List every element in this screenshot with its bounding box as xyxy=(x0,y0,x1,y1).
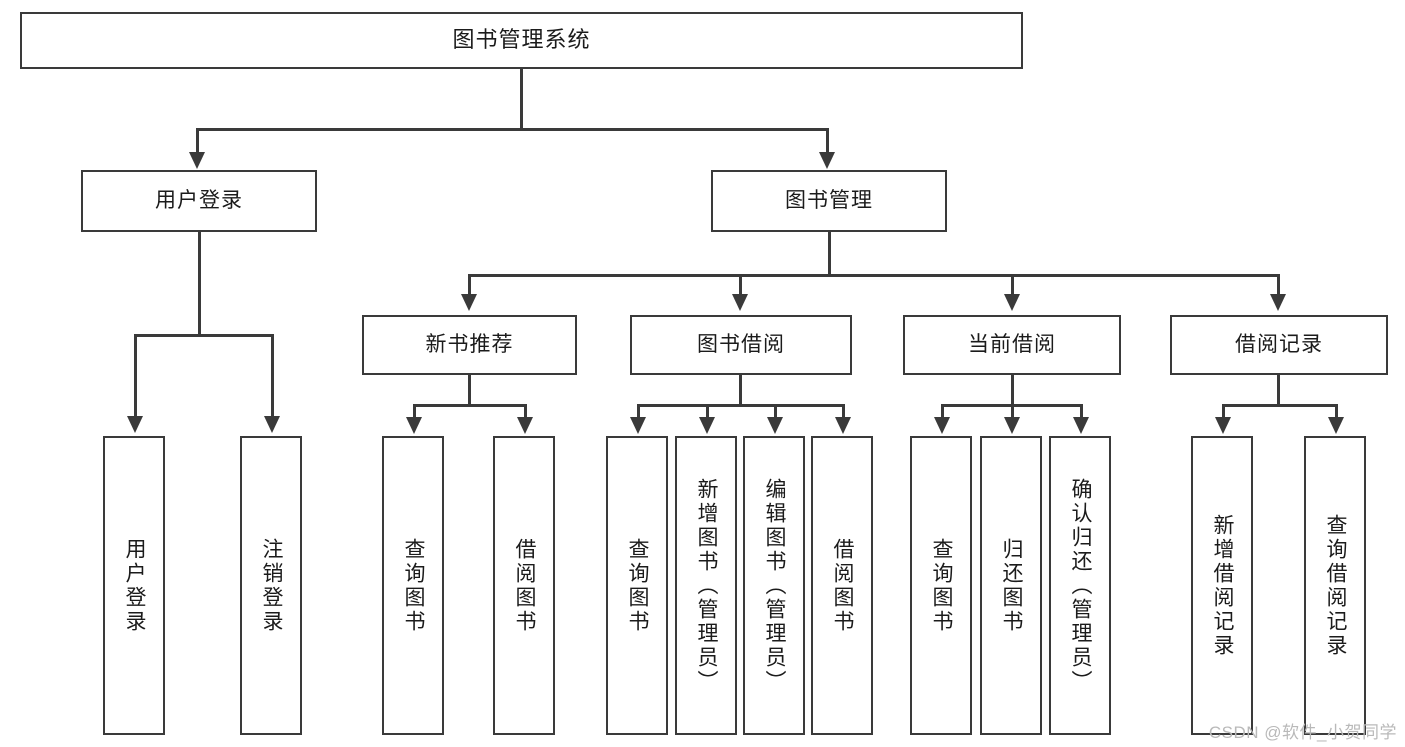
watermark-text: CSDN @软件_小贺同学 xyxy=(1208,723,1397,742)
arrowhead-icon-bb-leaf4 xyxy=(835,417,851,434)
connector-root-to-user-login xyxy=(196,128,199,154)
connector-bb-leaf1 xyxy=(637,404,640,419)
leaf-borrow-record-add-record[interactable]: 新增借阅记录 xyxy=(1191,436,1253,735)
connector-bm-to-new-book xyxy=(468,274,471,296)
connector-br-stem xyxy=(1277,375,1280,406)
connector-br-leaf1 xyxy=(1222,404,1225,419)
connector-user-login-stem xyxy=(198,232,201,335)
leaf-book-borrow-query-book[interactable]: 查询图书 xyxy=(606,436,668,735)
connector-bb-stem xyxy=(739,375,742,406)
leaf-book-borrow-borrow-book[interactable]: 借阅图书 xyxy=(811,436,873,735)
arrowhead-icon-borrow-record xyxy=(1270,294,1286,311)
leaf-user-login-logout[interactable]: 注销登录 xyxy=(240,436,302,735)
connector-bm-to-current-borrow xyxy=(1011,274,1014,296)
arrowhead-icon-user-login-leaf1 xyxy=(127,416,143,433)
connector-br-leaf2 xyxy=(1335,404,1338,419)
connector-cb-stem xyxy=(1011,375,1014,406)
arrowhead-icon-book-borrow xyxy=(732,294,748,311)
leaf-book-borrow-add-book-admin[interactable]: 新增图书（管理员） xyxy=(675,436,737,735)
leaf-current-borrow-return-book[interactable]: 归还图书 xyxy=(980,436,1042,735)
connector-cb-leaf3 xyxy=(1080,404,1083,419)
leaf-user-login-login[interactable]: 用户登录 xyxy=(103,436,165,735)
connector-cb-leaf1 xyxy=(941,404,944,419)
connector-book-management-bar xyxy=(468,274,1280,277)
arrowhead-icon-cb-leaf1 xyxy=(934,417,950,434)
connector-bb-bar xyxy=(637,404,845,407)
connector-root-bar xyxy=(196,128,828,131)
node-book-borrow[interactable]: 图书借阅 xyxy=(630,315,852,375)
connector-bb-leaf2 xyxy=(706,404,709,419)
arrowhead-icon-book-management xyxy=(819,152,835,169)
leaf-new-book-borrow-book[interactable]: 借阅图书 xyxy=(493,436,555,735)
arrowhead-icon-user-login-leaf2 xyxy=(264,416,280,433)
connector-root-to-book-management xyxy=(826,128,829,154)
node-new-book-recommend[interactable]: 新书推荐 xyxy=(362,315,577,375)
connector-br-bar xyxy=(1222,404,1338,407)
arrowhead-icon-current-borrow xyxy=(1004,294,1020,311)
leaf-borrow-record-query-record[interactable]: 查询借阅记录 xyxy=(1304,436,1366,735)
leaf-current-borrow-query-book[interactable]: 查询图书 xyxy=(910,436,972,735)
leaf-current-borrow-confirm-return-admin[interactable]: 确认归还（管理员） xyxy=(1049,436,1111,735)
arrowhead-icon-br-leaf2 xyxy=(1328,417,1344,434)
leaf-book-borrow-edit-book-admin[interactable]: 编辑图书（管理员） xyxy=(743,436,805,735)
connector-nbr-leaf2 xyxy=(524,404,527,419)
connector-bm-to-book-borrow xyxy=(739,274,742,296)
arrowhead-icon-cb-leaf3 xyxy=(1073,417,1089,434)
leaf-new-book-query-book[interactable]: 查询图书 xyxy=(382,436,444,735)
arrowhead-icon-nbr-leaf2 xyxy=(517,417,533,434)
arrowhead-icon-nbr-leaf1 xyxy=(406,417,422,434)
arrowhead-icon-bb-leaf3 xyxy=(767,417,783,434)
node-book-management[interactable]: 图书管理 xyxy=(711,170,947,232)
connector-user-login-bar xyxy=(134,334,273,337)
arrowhead-icon-user-login xyxy=(189,152,205,169)
connector-user-login-leaf2 xyxy=(271,334,274,418)
node-current-borrow[interactable]: 当前借阅 xyxy=(903,315,1121,375)
arrowhead-icon-br-leaf1 xyxy=(1215,417,1231,434)
connector-bb-leaf4 xyxy=(842,404,845,419)
node-root-library-management-system[interactable]: 图书管理系统 xyxy=(20,12,1023,69)
connector-nbr-bar xyxy=(413,404,527,407)
connector-bb-leaf3 xyxy=(774,404,777,419)
connector-book-management-stem xyxy=(828,232,831,275)
node-user-login[interactable]: 用户登录 xyxy=(81,170,317,232)
connector-user-login-leaf1 xyxy=(134,334,137,418)
arrowhead-icon-bb-leaf2 xyxy=(699,417,715,434)
connector-nbr-stem xyxy=(468,375,471,406)
connector-bm-to-borrow-record xyxy=(1277,274,1280,296)
arrowhead-icon-new-book-recommend xyxy=(461,294,477,311)
connector-nbr-leaf1 xyxy=(413,404,416,419)
node-borrow-record[interactable]: 借阅记录 xyxy=(1170,315,1388,375)
arrowhead-icon-bb-leaf1 xyxy=(630,417,646,434)
connector-cb-leaf2 xyxy=(1011,404,1014,419)
arrowhead-icon-cb-leaf2 xyxy=(1004,417,1020,434)
connector-root-stem xyxy=(520,69,523,129)
